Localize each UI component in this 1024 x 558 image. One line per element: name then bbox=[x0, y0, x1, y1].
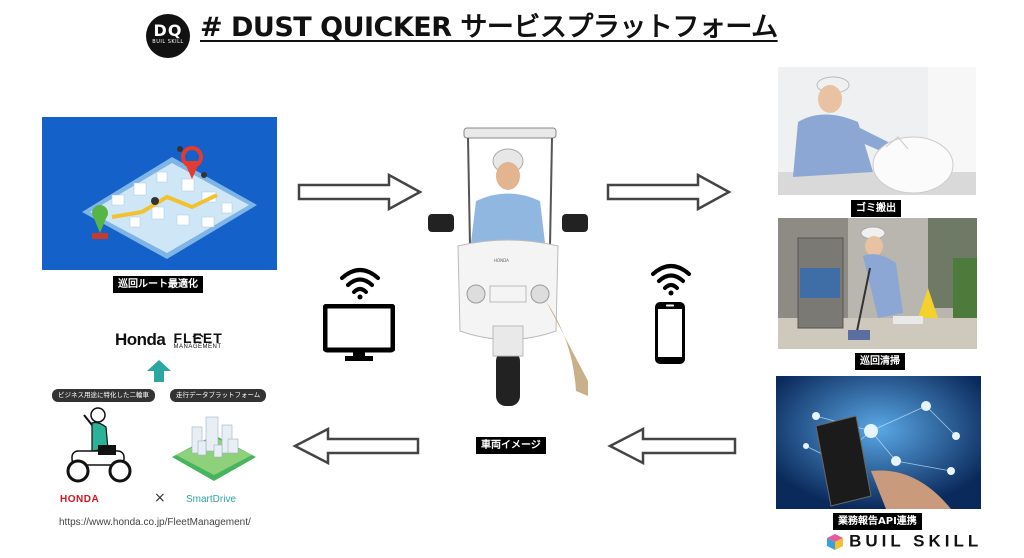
wifi-icon bbox=[650, 262, 692, 300]
caption-api-integration: 業務報告API連携 bbox=[833, 513, 922, 530]
caption-vehicle-image: 車両イメージ bbox=[476, 437, 546, 454]
vehicle-image: HONDA bbox=[428, 126, 588, 431]
garbage-carrying-photo bbox=[778, 67, 976, 195]
caption-route-optimization: 巡回ルート最適化 bbox=[113, 276, 203, 293]
api-integration-photo bbox=[776, 376, 981, 509]
dq-logo-subtext: BUIL SKILL bbox=[152, 39, 184, 45]
arrow-right-2 bbox=[606, 173, 732, 211]
buil-skill-brand: BUIL SKILL bbox=[826, 531, 982, 552]
arrow-left-1 bbox=[607, 427, 737, 465]
caption-patrol-cleaning: 巡回清掃 bbox=[855, 353, 905, 370]
monitor-icon bbox=[322, 303, 396, 366]
smart-city-illustration bbox=[168, 405, 260, 489]
honda-logo: HONDA bbox=[60, 494, 100, 505]
teal-up-arrow-icon bbox=[146, 359, 172, 387]
caption-garbage-carrying: ゴミ搬出 bbox=[851, 200, 901, 217]
management-wordmark: MANAGEMENT bbox=[173, 344, 222, 350]
wifi-icon bbox=[339, 266, 381, 304]
times-symbol: × bbox=[154, 490, 166, 506]
pill-driving-data-platform: 走行データプラットフォーム bbox=[170, 389, 267, 402]
isometric-city-map bbox=[82, 146, 257, 259]
arrow-right-1 bbox=[297, 173, 423, 211]
route-map-image bbox=[42, 117, 277, 270]
patrol-cleaning-photo bbox=[778, 218, 977, 349]
dq-logo: DQ BUIL SKILL bbox=[146, 14, 190, 58]
fleet-management-url[interactable]: https://www.honda.co.jp/FleetManagement/ bbox=[59, 517, 251, 528]
buil-skill-text: BUIL SKILL bbox=[849, 531, 983, 551]
cube-logo-icon bbox=[827, 533, 843, 550]
motorcycle-rider-illustration bbox=[62, 405, 134, 489]
arrow-left-2 bbox=[292, 427, 420, 465]
vehicle-badge: HONDA bbox=[494, 258, 509, 263]
page-title: # DUST QUICKER サービスプラットフォーム bbox=[200, 12, 778, 43]
signal-icon bbox=[192, 327, 204, 346]
honda-wordmark: Honda bbox=[115, 330, 166, 349]
honda-fleet-logo: Honda FLEET MANAGEMENT bbox=[115, 330, 223, 351]
smartphone-icon bbox=[653, 300, 687, 370]
pill-business-motorcycle: ビジネス用途に特化した二輪車 bbox=[52, 389, 155, 402]
dq-logo-text: DQ bbox=[153, 21, 183, 40]
smartdrive-logo: SmartDrive bbox=[186, 494, 237, 505]
